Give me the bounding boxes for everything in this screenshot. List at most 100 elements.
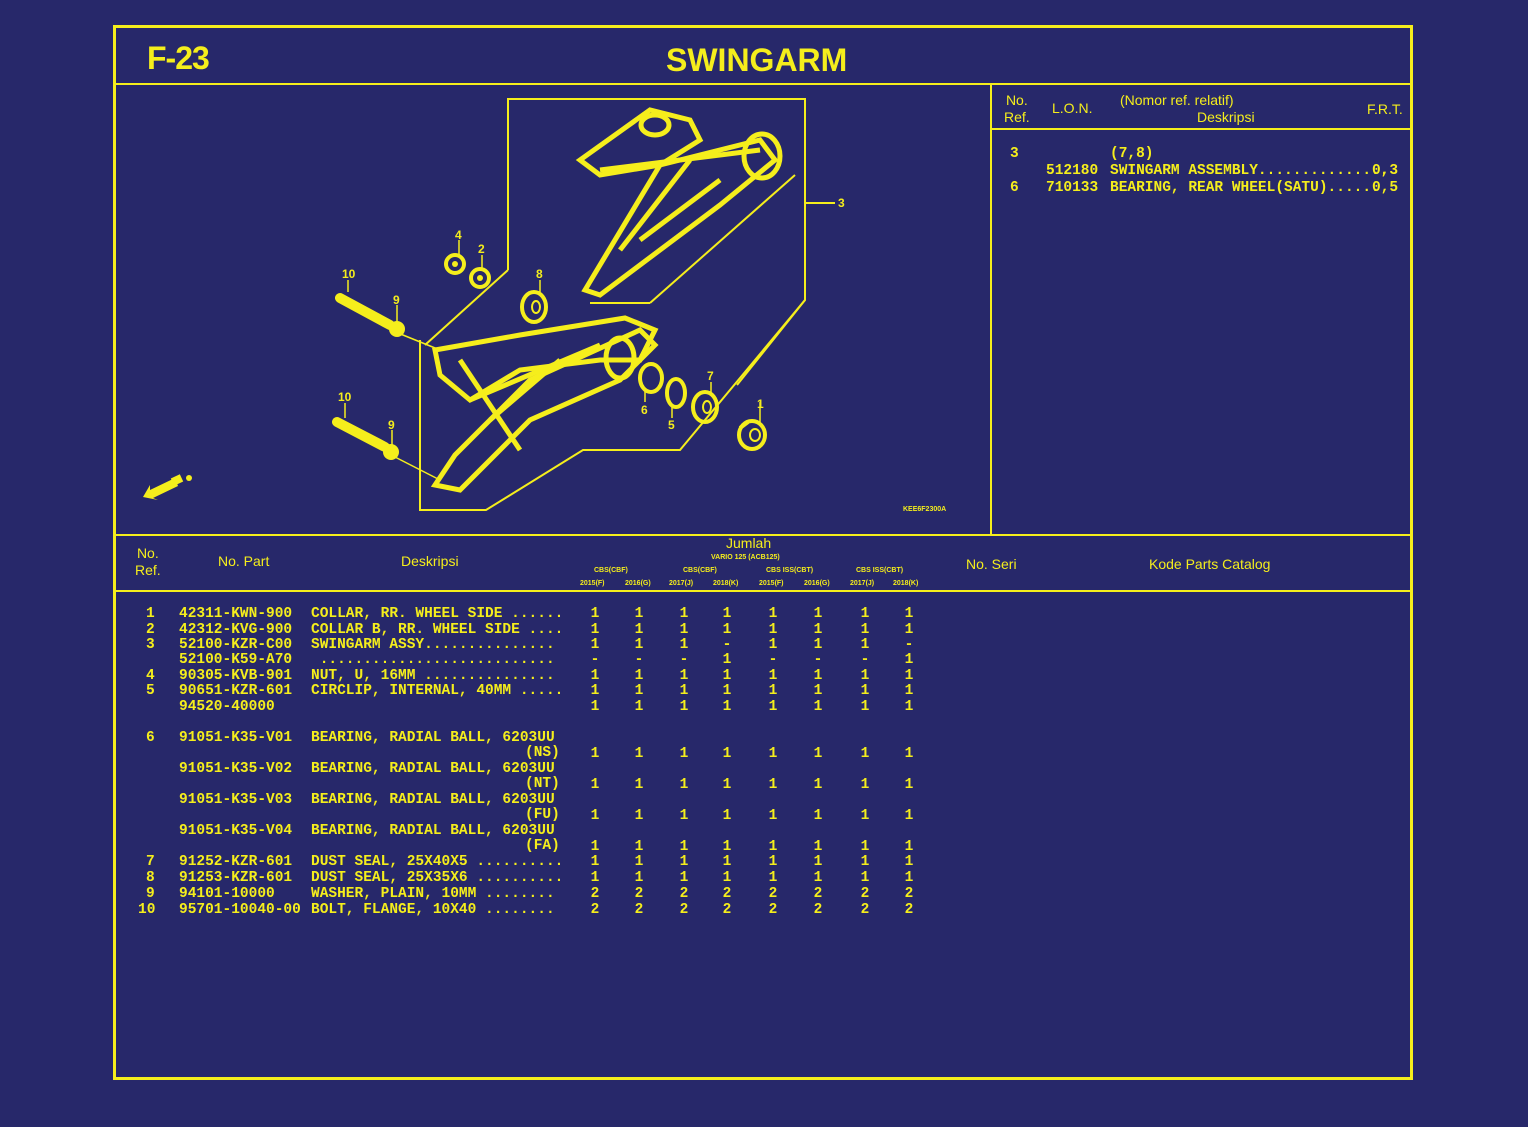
part-quantity: 1 [590, 870, 600, 886]
callout-7: 7 [707, 369, 714, 383]
part-description-variant: (FA) [525, 838, 560, 854]
part-quantity: 2 [860, 902, 870, 918]
part-quantity: 1 [904, 777, 914, 793]
part-quantity: 1 [904, 839, 914, 855]
part-quantity: 1 [634, 746, 644, 762]
part-quantity: 1 [813, 808, 823, 824]
part-quantity: 1 [679, 854, 689, 870]
lon-row-2-ref: 6 [1010, 180, 1019, 196]
part-quantity: 1 [860, 777, 870, 793]
parts-no-ref-header: No. Ref. [135, 545, 161, 578]
part-description: DUST SEAL, 25X35X6 .......... [311, 870, 564, 886]
lon-row-1-desc: SWINGARM ASSEMBLY............... [1110, 163, 1389, 179]
year-header-2: 2017(J) [669, 580, 694, 587]
part-quantity: 1 [904, 683, 914, 699]
part-quantity: - [679, 652, 689, 668]
group-header-2: CBS ISS(CBT) [766, 567, 814, 574]
part-quantity: 2 [813, 902, 823, 918]
part-ref-no: 5 [146, 683, 155, 699]
part-quantity: 1 [722, 699, 732, 715]
callout-2: 2 [478, 242, 485, 256]
bearing-icon [691, 390, 719, 424]
part-quantity: 1 [634, 854, 644, 870]
callout-5: 5 [668, 418, 675, 432]
part-description-variant: (NS) [525, 745, 560, 761]
parts-header-divider [116, 590, 1413, 592]
part-ref-no: 3 [146, 637, 155, 653]
part-quantity: 1 [722, 606, 732, 622]
part-quantity: 1 [634, 808, 644, 824]
part-quantity: 1 [904, 808, 914, 824]
part-quantity: 1 [813, 699, 823, 715]
part-description: BEARING, RADIAL BALL, 6203UU [311, 823, 555, 839]
page-title: SWINGARM [666, 42, 848, 78]
part-quantity: 1 [722, 746, 732, 762]
part-number: 42312-KVG-900 [179, 622, 293, 638]
bolt-upper-icon [335, 293, 405, 337]
part-quantity: 1 [722, 870, 732, 886]
part-quantity: 2 [904, 886, 914, 902]
diagram-divider [990, 84, 992, 535]
part-quantity: 2 [679, 902, 689, 918]
callout-1: 1 [757, 397, 764, 411]
part-number: 42311-KWN-900 [179, 606, 293, 622]
part-quantity: 2 [860, 886, 870, 902]
part-quantity: - [904, 637, 914, 653]
part-quantity: 1 [904, 870, 914, 886]
part-quantity: 1 [590, 839, 600, 855]
part-quantity: 1 [813, 668, 823, 684]
part-number: 94520-40000 [179, 699, 275, 715]
part-quantity: 1 [634, 683, 644, 699]
part-quantity: - [813, 652, 823, 668]
part-quantity: 1 [590, 854, 600, 870]
part-ref-no: 2 [146, 622, 155, 638]
bolt-lower-icon [332, 417, 399, 460]
callout-9-lower: 9 [388, 418, 395, 432]
part-quantity: 1 [860, 870, 870, 886]
part-quantity: 1 [679, 637, 689, 653]
part-ref-no: 4 [146, 668, 155, 684]
part-number: 91051-K35-V03 [179, 792, 293, 808]
part-quantity: 1 [813, 637, 823, 653]
part-quantity: 1 [813, 870, 823, 886]
part-quantity: 1 [768, 606, 778, 622]
part-number: 52100-K59-A70 [179, 652, 293, 668]
group-header-3: CBS ISS(CBT) [856, 567, 904, 574]
part-quantity: 2 [813, 886, 823, 902]
part-number: 91051-K35-V01 [179, 730, 293, 746]
catalog-code-header: Kode Parts Catalog [1149, 556, 1271, 572]
dust-seal-lower-icon [638, 362, 664, 394]
part-quantity: 1 [904, 606, 914, 622]
part-quantity: 1 [590, 622, 600, 638]
part-quantity: 1 [768, 622, 778, 638]
part-description: BOLT, FLANGE, 10X40 ........ [311, 902, 555, 918]
part-quantity: - [722, 637, 732, 653]
part-quantity: 1 [813, 683, 823, 699]
part-quantity: 1 [904, 854, 914, 870]
part-quantity: - [768, 652, 778, 668]
catalog-frame [113, 25, 1413, 1080]
part-quantity: 1 [904, 699, 914, 715]
year-header-7: 2018(K) [893, 580, 919, 587]
header-divider [116, 83, 1413, 85]
part-quantity: - [860, 652, 870, 668]
part-quantity: 1 [722, 777, 732, 793]
nut-icon [444, 253, 466, 275]
part-quantity: 1 [904, 746, 914, 762]
lon-row-0-ref: 3 [1010, 146, 1019, 162]
part-quantity: 1 [634, 637, 644, 653]
part-quantity: 1 [722, 808, 732, 824]
part-quantity: 2 [634, 902, 644, 918]
callout-3: 3 [838, 196, 845, 210]
part-quantity: 1 [904, 652, 914, 668]
part-quantity: 1 [590, 606, 600, 622]
lon-row-2-lon: 710133 [1046, 180, 1099, 196]
part-quantity: 1 [679, 622, 689, 638]
collar-icon [737, 419, 767, 451]
part-quantity: 1 [679, 870, 689, 886]
part-description: CIRCLIP, INTERNAL, 40MM ..... [311, 683, 564, 699]
callout-10-lower: 10 [338, 390, 352, 404]
part-quantity: 1 [634, 699, 644, 715]
part-quantity: 1 [679, 746, 689, 762]
part-quantity: 1 [590, 808, 600, 824]
